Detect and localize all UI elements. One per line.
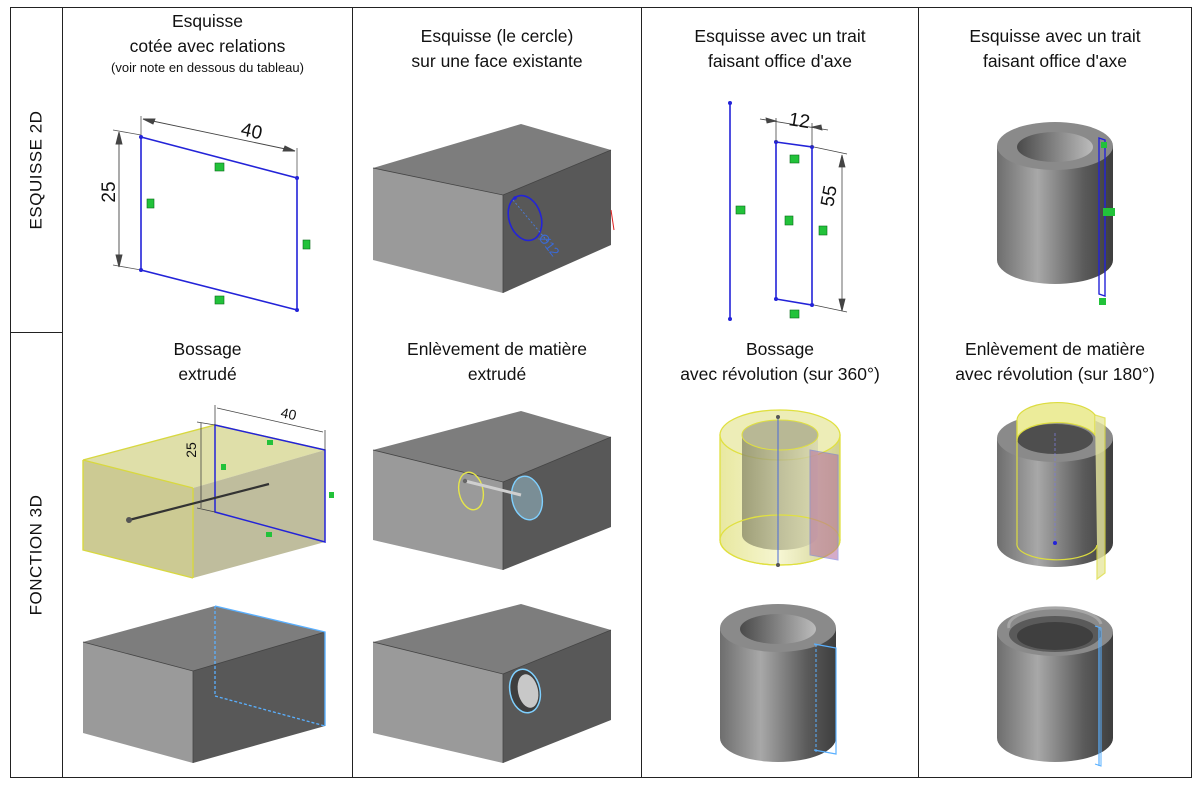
column-divider-1 [352, 7, 353, 778]
table-border-left [10, 7, 11, 778]
header-note: (voir note en dessous du tableau) [111, 60, 304, 75]
table-border-bottom [10, 777, 1192, 778]
row-label-sketch-text: ESQUISSE 2D [26, 110, 45, 229]
dimension-axis-offset: 12 [787, 109, 811, 133]
extruded-cut-preview-illustration [353, 405, 641, 575]
header-extruded-cut: Enlèvement de matière extrudé [407, 339, 587, 384]
table-border-top [10, 7, 1192, 8]
header-sketch-dimensioned: Esquisse cotée avec relations (voir note… [63, 9, 352, 77]
column-divider-2 [641, 7, 642, 778]
row-label-feature: FONCTION 3D [10, 332, 62, 778]
revolved-cut-preview-illustration [919, 393, 1191, 585]
sketch-on-cylinder-illustration [919, 110, 1191, 330]
revolved-boss-preview-illustration [642, 395, 918, 580]
column-divider-3 [918, 7, 919, 778]
sketch-axis-rectangle-illustration: 12 55 [642, 95, 918, 330]
extruded-boss-result-illustration [63, 598, 352, 770]
row-label-divider [62, 7, 63, 778]
sketch-circle-on-face-illustration: Ø12 [353, 110, 641, 330]
header-revolved-cut: Enlèvement de matière avec révolution (s… [955, 339, 1155, 384]
revolved-boss-result-illustration [642, 598, 918, 770]
sketch-rectangle-illustration: 40 25 [63, 110, 352, 330]
dimension-rect-width: 40 [239, 119, 264, 144]
dimension-rect-height: 25 [99, 181, 120, 202]
dimension-boss-height: 25 [183, 442, 199, 458]
row-label-feature-text: FONCTION 3D [26, 494, 46, 616]
table-border-right [1191, 7, 1192, 778]
header-revolved-boss: Bossage avec révolution (sur 360°) [680, 339, 880, 384]
header-extruded-boss: Bossage extrudé [173, 339, 242, 384]
header-sketch-circle: Esquisse (le cercle) sur une face exista… [411, 26, 583, 71]
header-sketch-axis-1: Esquisse avec un trait faisant office d'… [694, 26, 866, 71]
row-divider [10, 332, 63, 333]
revolved-cut-result-illustration [919, 598, 1191, 770]
dimension-boss-width: 40 [279, 404, 298, 423]
dimension-axis-height: 55 [817, 184, 841, 208]
header-sketch-axis-2: Esquisse avec un trait faisant office d'… [969, 26, 1141, 71]
extruded-cut-result-illustration [353, 598, 641, 770]
extruded-boss-preview-illustration: 40 25 [63, 400, 352, 583]
row-label-sketch: ESQUISSE 2D [10, 7, 62, 332]
comparison-table [10, 7, 1192, 778]
